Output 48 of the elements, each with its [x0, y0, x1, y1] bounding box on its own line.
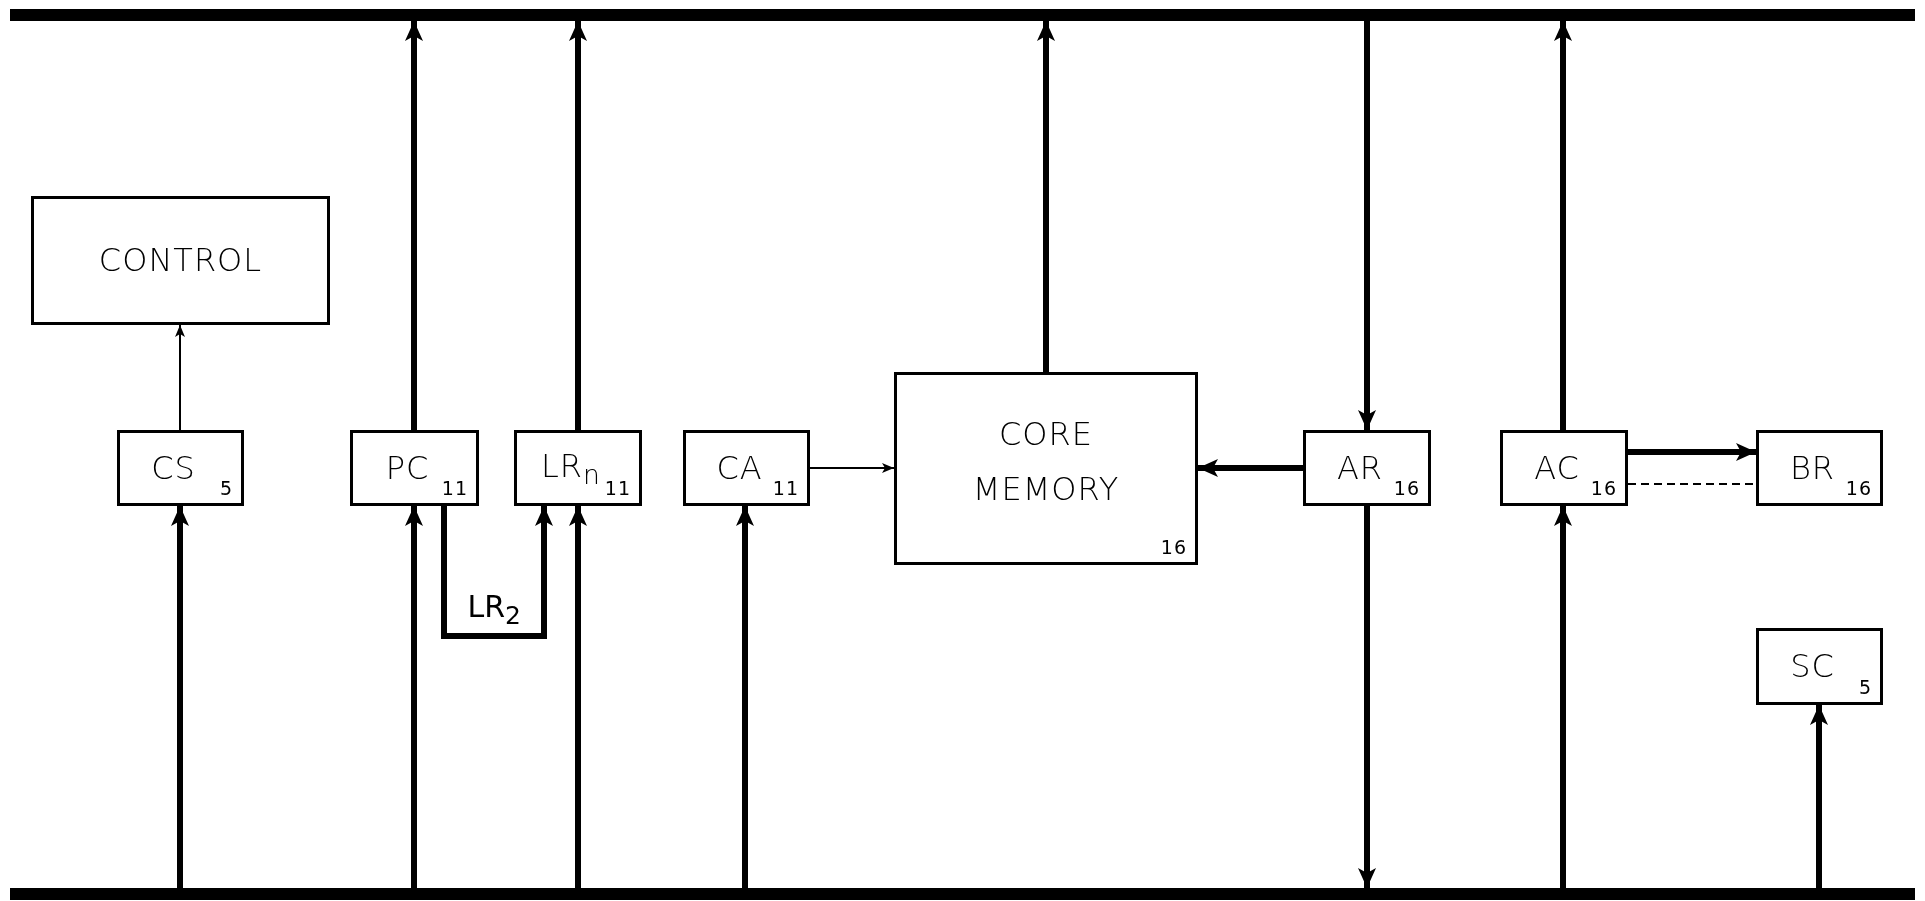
arrow	[1037, 21, 1055, 372]
bit-width-label: 11	[772, 477, 799, 499]
arrow	[1198, 459, 1303, 477]
arrow	[1810, 705, 1828, 888]
register-box	[350, 430, 479, 506]
register-box	[1303, 430, 1431, 506]
arrow	[1554, 21, 1572, 430]
arrow	[1358, 506, 1376, 888]
arrow	[175, 324, 185, 431]
bit-width-label: 16	[1393, 477, 1420, 499]
arrow	[569, 21, 587, 430]
arrow	[405, 506, 423, 888]
arrow	[1628, 443, 1756, 461]
register-label: SC	[1790, 646, 1835, 688]
bit-width-label: 11	[441, 477, 468, 499]
register-label: BR	[1789, 447, 1836, 489]
register-box	[1756, 628, 1883, 705]
register-label: PC	[385, 447, 430, 489]
bit-width-label: 5	[1858, 676, 1872, 698]
bit-width-label: 16	[1160, 536, 1187, 558]
register-label: CS	[151, 447, 196, 489]
register-label: CA	[716, 447, 763, 489]
register-label: CONTROL	[98, 240, 263, 282]
register-box	[514, 430, 642, 506]
arrow	[171, 506, 189, 888]
bus-bar	[10, 9, 1915, 21]
arrow	[736, 506, 754, 888]
bit-width-label: 11	[604, 477, 631, 499]
register-box	[1500, 430, 1628, 506]
arrow	[1554, 506, 1572, 888]
bit-width-label: 5	[219, 477, 233, 499]
register-label: AC	[1534, 447, 1580, 489]
bit-width-label: 16	[1590, 477, 1617, 499]
bus-bar	[10, 888, 1915, 900]
arrow	[405, 21, 423, 430]
arrow	[569, 506, 587, 888]
register-label: LR$_{n}$	[541, 445, 601, 493]
control-unit-box	[31, 196, 330, 325]
bit-width-label: 16	[1845, 477, 1872, 499]
register-label: AR	[1336, 447, 1384, 489]
arrow	[1358, 21, 1376, 430]
register-box	[117, 430, 244, 506]
arrow	[441, 506, 553, 639]
register-box	[683, 430, 810, 506]
arrow	[809, 463, 895, 473]
memory-box	[894, 372, 1198, 565]
memory-label: CORE MEMORY	[971, 414, 1121, 510]
register-box	[1756, 430, 1883, 506]
